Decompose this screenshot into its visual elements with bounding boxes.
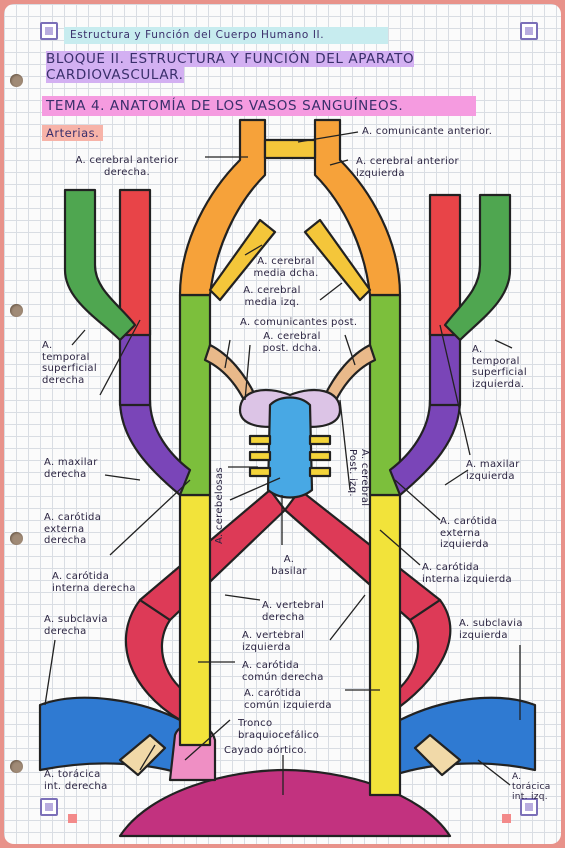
- label-carotida-comun-izquierda: A. carótida común izquierda: [244, 688, 332, 711]
- label-cerebral-media-izq: A. cerebral media izq.: [243, 285, 301, 308]
- cerebellar-branch: [308, 434, 332, 446]
- corner-square-icon: [502, 814, 511, 823]
- temporal-superficial-right: [63, 188, 137, 342]
- middle-cerebral-left: [303, 218, 372, 302]
- label-cerebral-post-dcha: A. cerebral post. dcha.: [262, 331, 322, 354]
- corner-sticker-icon: [40, 798, 58, 816]
- binder-hole: [10, 532, 23, 545]
- internal-carotid-right: [178, 293, 212, 497]
- label-carotida-interna-derecha: A. carótida interna derecha: [52, 571, 136, 594]
- label-cerebral-anterior-izquierda: A. cerebral anterior izquierda: [356, 156, 459, 179]
- internal-thoracic-right: [118, 733, 167, 777]
- section-heading: Arterias.: [42, 125, 104, 141]
- label-temporal-superficial-izquierda: A. temporal superficial izquierda.: [472, 344, 527, 390]
- label-vertebral-izquierda: A. vertebral izquierda: [242, 630, 305, 653]
- label-cerebral-post-izq: A. cerebral Post. izq.: [347, 449, 371, 507]
- label-cerebral-anterior-derecha: A. cerebral anterior derecha.: [75, 155, 179, 178]
- aortic-arch: [118, 768, 452, 838]
- corner-sticker-icon: [40, 22, 58, 40]
- label-carotida-comun-derecha: A. carótida común derecha: [242, 660, 324, 683]
- label-maxilar-izquierda: A. maxilar izquierda: [466, 459, 520, 482]
- label-cayado-aortico: Cayado aórtico.: [224, 745, 307, 756]
- cerebellar-branch: [248, 434, 272, 446]
- temporal-superficial-left: [443, 193, 512, 342]
- corner-square-icon: [68, 814, 77, 823]
- anterior-communicating: [263, 138, 317, 160]
- label-toracica-int-izq: A. torácica int. izq.: [512, 772, 551, 802]
- cerebellar-branch: [248, 466, 272, 478]
- internal-carotid-left: [368, 293, 402, 497]
- label-cerebelosas: A. cerebelosas: [214, 467, 225, 544]
- label-basilar: A. basilar: [271, 554, 307, 577]
- common-carotid-right: [178, 493, 212, 747]
- cerebellar-branch: [248, 450, 272, 462]
- label-carotida-interna-izquierda: A. carótida interna izquierda: [422, 562, 512, 585]
- binder-hole: [10, 74, 23, 87]
- label-toracica-int-derecha: A. torácica int. derecha: [44, 769, 108, 792]
- binder-hole: [10, 760, 23, 773]
- label-vertebral-derecha: A. vertebral derecha: [262, 600, 325, 623]
- leader-lines: [44, 131, 521, 795]
- label-cerebral-media-dcha: A. cerebral media dcha.: [253, 256, 319, 279]
- external-carotid-red-right: [118, 188, 152, 337]
- subclavian-left-artery: [378, 696, 537, 782]
- block-title: BLOQUE II. ESTRUCTURA Y FUNCIÓN DEL APAR…: [42, 51, 486, 87]
- maxillary-right: [118, 328, 152, 407]
- label-maxilar-derecha: A. maxilar derecha: [44, 457, 98, 480]
- cerebellar-branch: [308, 466, 332, 478]
- corner-sticker-icon: [520, 22, 538, 40]
- common-carotid-left: [368, 493, 402, 797]
- subject-title: Estructura y Función del Cuerpo Humano I…: [64, 27, 388, 44]
- label-carotida-externa-derecha: A. carótida externa derecha: [44, 512, 102, 546]
- notebook-page: Estructura y Función del Cuerpo Humano I…: [4, 4, 561, 844]
- label-temporal-superficial-derecha: A. temporal superficial derecha: [42, 340, 97, 386]
- label-comunicantes-post: A. comunicantes post.: [240, 317, 358, 328]
- label-subclavia-izquierda: A. subclavia izquierda: [459, 618, 523, 641]
- basilar-artery: [266, 396, 314, 499]
- vertebral-left-artery: [283, 488, 442, 622]
- label-comunicante-anterior: A. comunicante anterior.: [362, 126, 493, 137]
- cerebellar-branch: [308, 450, 332, 462]
- binder-hole: [10, 304, 23, 317]
- middle-cerebral-right: [208, 218, 277, 302]
- internal-thoracic-left: [413, 733, 462, 777]
- label-subclavia-derecha: A. subclavia derecha: [44, 614, 108, 637]
- anterior-cerebral-right: [178, 118, 267, 297]
- label-carotida-externa-izquierda: A. carótida externa izquierda: [440, 516, 498, 550]
- topic-title: TEMA 4. ANATOMÍA DE LOS VASOS SANGUÍNEOS…: [42, 96, 476, 116]
- corner-sticker-icon: [520, 798, 538, 816]
- label-tronco-braquiocefalico: Tronco braquiocefálico: [238, 718, 320, 741]
- artery-diagram: [38, 118, 537, 838]
